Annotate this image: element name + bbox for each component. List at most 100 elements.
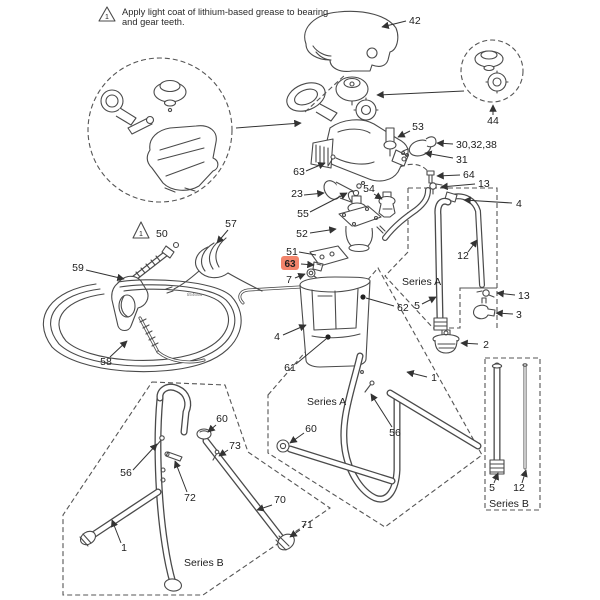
grease-note: 1 Apply light coat of lithium-based grea… [98,6,328,27]
clamp-3 [473,297,496,320]
label-63-motor: 63 [293,166,305,178]
note-triangle-icon [98,6,116,22]
series-a-hose-box [384,187,498,329]
stand-series-b [79,383,295,592]
label-61: 61 [284,362,296,374]
motor-cover [304,10,399,72]
label-3: 3 [516,309,522,321]
connecting-rod [100,89,137,126]
series-b-tube-box [484,357,541,511]
note-symbol-number: 1 [105,14,109,21]
leader-lines [85,20,528,544]
pail-61 [299,276,371,368]
label-55: 55 [297,208,309,220]
label-30-32-38: 30,32,38 [456,139,497,151]
kit-pointer-arrow [235,119,302,129]
label-58: 58 [100,356,112,368]
pressure-hose [382,187,431,241]
label-4-pail: 4 [274,331,280,343]
series-a-stand-box [267,267,483,528]
pail-handle [238,285,302,305]
label-62: 62 [397,302,409,314]
label-64: 64 [463,169,475,181]
label-50: 50 [156,228,168,240]
label-1-a: 1 [431,372,437,384]
note-text-line2: and gear teeth. [122,17,185,27]
fitting-13-top [429,182,443,195]
gear-kit-arrow [376,90,465,99]
warning-symbol-number: 1 [139,231,143,238]
bearing-parts [153,79,187,113]
drawing-watermark: ti5469a [187,292,203,297]
fitting-64 [426,170,435,184]
hose-route-dash [399,163,430,174]
assembly-axis [304,73,347,113]
gearbox-housing [146,125,219,193]
label-56-b: 56 [120,467,132,479]
label-12-b: 12 [513,482,525,494]
highlighted-callout-63[interactable]: 63 [281,256,299,270]
series-labels: Series A Series A Series B Series B [184,276,529,569]
label-13-top: 13 [478,178,490,190]
highlight-box [281,256,299,270]
gun-bracket [286,82,338,122]
series-b-stand-box [62,381,331,596]
gear-small [353,97,379,123]
spray-gun-59 [111,241,180,354]
suction-tube-5 [433,197,452,331]
power-cord-57 [165,237,263,294]
clip-63 [312,261,324,272]
tube-5b [489,362,505,475]
plate-51 [309,245,349,267]
strainer-2 [432,329,460,354]
label-12-a: 12 [457,250,469,262]
repair-kit-circle [87,57,233,203]
label-44: 44 [487,115,499,127]
series-b-tubes-label: Series B [489,498,529,510]
pail-61-marker [325,334,331,340]
hose-58 [42,279,242,373]
label-31: 31 [456,154,468,166]
stand-series-a [276,352,482,503]
drain-hose-4 [444,191,485,288]
gear-large [335,76,369,106]
label-60-b: 60 [216,413,228,425]
label-5-b: 5 [489,482,495,494]
label-52: 52 [296,228,308,240]
grommet-7 [306,268,319,280]
label-5-a: 5 [414,300,420,312]
label-54: 54 [363,183,375,195]
label-1-b: 1 [121,542,127,554]
label-13-low: 13 [518,290,530,302]
series-a-stand-label: Series A [307,396,346,408]
motor-screw [327,154,336,167]
part-labels: 42 44 53 30,32,38 31 63 64 13 23 54 55 5… [72,15,530,554]
label-59: 59 [72,262,84,274]
label-70: 70 [274,494,286,506]
series-b-stand-label: Series B [184,557,224,569]
label-60-a: 60 [305,423,317,435]
transducer [383,127,397,157]
label-51: 51 [286,246,298,258]
fitting-13-low [476,289,495,298]
tube-12b [522,363,528,470]
label-57: 57 [225,218,237,230]
pin-part [127,115,155,135]
label-2: 2 [483,339,489,351]
label-72: 72 [184,492,196,504]
label-56-a: 56 [389,427,401,439]
label-42: 42 [409,15,421,27]
label-23: 23 [291,188,303,200]
pump-52 [338,189,386,253]
fitting-box [460,287,498,328]
label-73: 73 [229,440,241,452]
warning-triangle-50 [132,221,150,239]
label-53: 53 [412,121,424,133]
valve-54 [378,191,396,218]
gear-kit-parts [474,50,509,94]
series-a-hoses-label: Series A [402,276,441,288]
label-63-highlighted: 63 [284,259,296,270]
label-7: 7 [286,274,292,286]
